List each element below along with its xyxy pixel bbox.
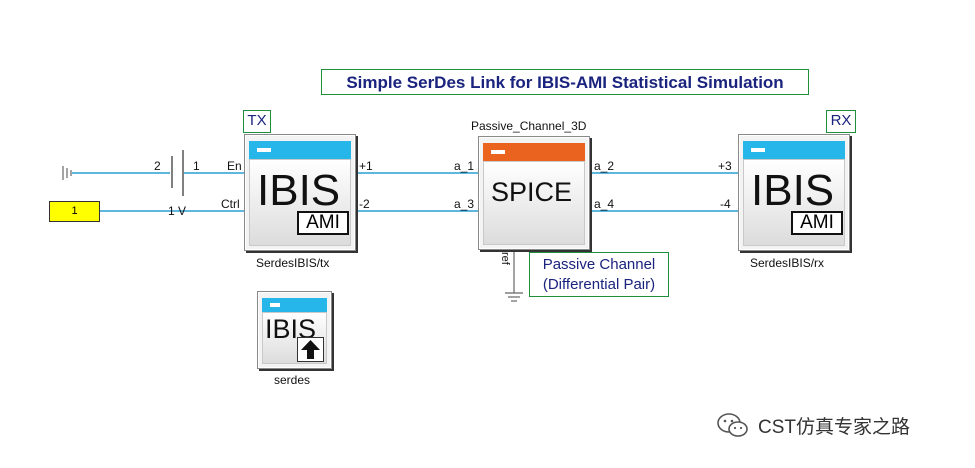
tx-port-minus: -2 [359, 197, 370, 211]
rx-tag: RX [826, 110, 856, 133]
tx-ami-badge: AMI [297, 211, 349, 235]
constant-value: 1 [71, 205, 78, 217]
channel-port-a1: a_1 [454, 159, 475, 173]
tx-port-plus: +1 [359, 159, 373, 173]
rx-ami-badge: AMI [791, 211, 843, 235]
upload-arrow-svg [301, 340, 320, 359]
watermark: CST仿真专家之路 [716, 410, 910, 440]
source-voltage: 1 V [168, 204, 187, 218]
rx-ibis-text: IBIS [751, 166, 835, 215]
tx-block-header [249, 141, 351, 159]
channel-port-a2: a_2 [594, 159, 615, 173]
rx-ami-text: AMI [800, 212, 834, 233]
channel-note-line1: Passive Channel [542, 256, 656, 273]
ground-symbol-bottom [505, 292, 523, 302]
tx-caption: SerdesIBIS/tx [256, 256, 330, 270]
wechat-icon [717, 413, 748, 437]
tx-ami-text: AMI [306, 212, 340, 233]
channel-block-header [483, 143, 585, 161]
tx-port-en: En [227, 159, 242, 173]
serdes-block[interactable]: IBIS [257, 291, 332, 369]
rx-port-minus: -4 [720, 197, 731, 211]
tx-ibis-block[interactable]: IBIS AMI [244, 134, 356, 251]
channel-port-a3: a_3 [454, 197, 475, 211]
watermark-text: CST仿真专家之路 [758, 416, 911, 438]
channel-spice-block[interactable]: SPICE [478, 136, 590, 250]
channel-top-label: Passive_Channel_3D [471, 119, 587, 133]
tx-ibis-text: IBIS [257, 166, 341, 215]
channel-note-box: Passive Channel (Differential Pair) [529, 252, 669, 297]
ground-symbol-left [62, 166, 72, 180]
channel-spice-text: SPICE [491, 177, 573, 207]
source-pin-right: 1 [193, 159, 200, 173]
serdes-block-header [262, 298, 327, 312]
tx-port-ctrl: Ctrl [221, 197, 240, 211]
upload-arrow-icon [297, 337, 324, 362]
rx-ibis-block[interactable]: IBIS AMI [738, 134, 850, 251]
diagram-title: Simple SerDes Link for IBIS-AMI Statisti… [321, 69, 809, 95]
constant-block[interactable]: 1 [49, 201, 100, 222]
rx-port-plus: +3 [718, 159, 732, 173]
rx-caption: SerdesIBIS/rx [750, 256, 825, 270]
serdes-caption: serdes [274, 373, 311, 387]
source-pin-left: 2 [154, 159, 161, 173]
channel-port-ref: ref [499, 252, 511, 265]
rx-block-header [743, 141, 845, 159]
tx-tag: TX [243, 110, 271, 133]
channel-note-line2: (Differential Pair) [542, 276, 656, 293]
channel-port-a4: a_4 [594, 197, 615, 211]
